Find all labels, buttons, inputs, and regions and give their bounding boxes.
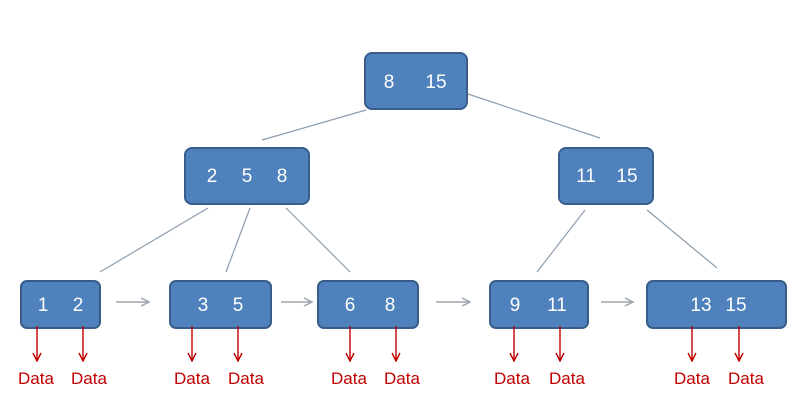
leaf-4-key-1: 9 [510,295,521,316]
leaf-1-key-1: 1 [38,295,49,316]
leaf-node-2: 3 5 [169,280,272,329]
edge-internal-left-to-leaf-1 [99,207,209,273]
root-key-1: 8 [384,72,395,93]
internal-node-right: 11 15 [558,147,654,205]
root-node: 8 15 [364,52,468,110]
tree-edges [99,93,718,273]
internal-left-key-3: 8 [277,166,288,187]
edge-internal-right-to-leaf-4 [536,209,586,273]
edge-root-to-internal-right [467,93,601,139]
internal-right-key-1: 11 [576,166,596,187]
internal-right-key-2: 15 [616,166,637,187]
leaf-node-5: 13 15 [646,280,787,329]
internal-left-key-1: 2 [207,166,218,187]
root-key-2: 15 [425,72,446,93]
leaf-2-key-1: 3 [198,295,209,316]
leaf-node-4: 9 11 [489,280,589,329]
data-label-5: Data [331,369,367,388]
data-label-10: Data [728,369,764,388]
edge-internal-right-to-leaf-5 [646,209,718,269]
leaf-1-key-2: 2 [73,295,84,316]
leaf-2-key-2: 5 [233,295,244,316]
data-label-8: Data [549,369,585,388]
data-label-9: Data [674,369,710,388]
data-label-7: Data [494,369,530,388]
data-label-1: Data [18,369,54,388]
data-pointers [37,326,739,361]
leaf-node-1: 1 2 [20,280,101,329]
leaf-5-key-2: 15 [725,295,746,316]
internal-node-left: 2 5 8 [184,147,310,205]
data-label-6: Data [384,369,420,388]
data-label-4: Data [228,369,264,388]
internal-left-key-2: 5 [242,166,253,187]
data-labels: Data Data Data Data Data Data Data Data … [18,369,764,388]
data-label-3: Data [174,369,210,388]
leaf-5-key-1: 13 [690,295,711,316]
leaf-node-3: 6 8 [317,280,419,329]
data-label-2: Data [71,369,107,388]
leaf-3-key-2: 8 [385,295,396,316]
leaf-3-key-1: 6 [345,295,356,316]
edge-internal-left-to-leaf-3 [285,207,351,273]
edge-root-to-internal-left [261,109,367,141]
edge-internal-left-to-leaf-2 [225,207,251,273]
leaf-4-key-2: 11 [547,295,567,316]
